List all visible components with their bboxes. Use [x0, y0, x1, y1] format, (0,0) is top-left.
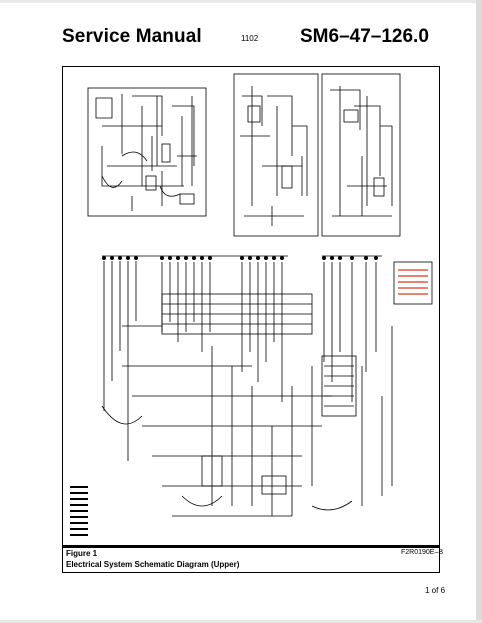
- figure-caption-box: [62, 546, 440, 573]
- page-edge-bottom: [0, 620, 482, 623]
- figure-title: Electrical System Schematic Diagram (Upp…: [66, 560, 240, 569]
- manual-title: Service Manual: [62, 26, 202, 47]
- manual-doc-code: SM6–47–126.0: [300, 26, 429, 47]
- figure-label: Figure 1: [66, 549, 98, 558]
- page-edge-top: [0, 0, 482, 3]
- schematic-frame: [62, 66, 440, 546]
- schematic-diagram: [70, 73, 433, 536]
- page-number: 1 of 6: [425, 586, 446, 595]
- manual-date: 1102: [241, 34, 259, 43]
- page-edge-right: [476, 0, 482, 623]
- figure-drawing-code: F2R0190E–B: [401, 549, 444, 556]
